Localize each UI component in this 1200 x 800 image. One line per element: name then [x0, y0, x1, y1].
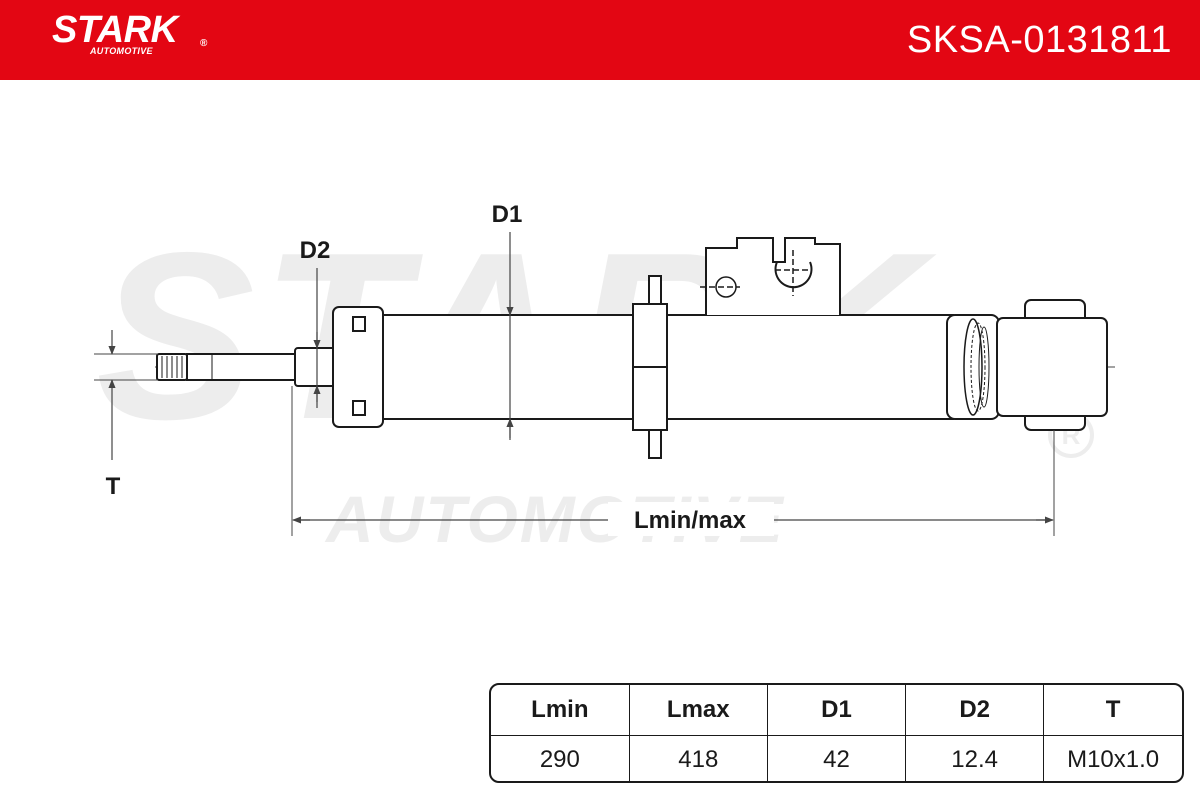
part-number: SKSA-0131811: [906, 19, 1172, 61]
spec-header-row: Lmin Lmax D1 D2 T: [491, 685, 1182, 736]
rod-shaft: [186, 353, 296, 381]
dimension-d2: D2: [300, 237, 331, 408]
dimension-length: Lmin/max: [291, 386, 1055, 536]
spec-value-row: 290 418 42 12.4 M10x1.0: [491, 735, 1182, 781]
dimension-d1: D1: [492, 201, 523, 440]
thread-pattern: [161, 354, 213, 380]
mounting-bracket: [705, 237, 841, 315]
d1-label: D1: [492, 201, 523, 228]
d2-label: D2: [300, 237, 331, 264]
dimension-t: T: [94, 330, 158, 500]
header-lmin: Lmin: [491, 685, 630, 736]
header-lmax: Lmax: [629, 685, 768, 736]
bottom-eye-mount: [996, 299, 1108, 431]
value-lmax: 418: [629, 735, 768, 781]
bracket-holes: [700, 250, 813, 298]
value-d2: 12.4: [905, 735, 1045, 781]
logo-registered-mark: ®: [200, 38, 208, 49]
piston-rod: [156, 347, 344, 387]
stark-logo: STARK ® AUTOMOTIVE: [52, 9, 207, 56]
logo-wordmark: STARK: [52, 9, 178, 51]
header-d1: D1: [767, 685, 907, 736]
header-d2: D2: [905, 685, 1045, 736]
header-bar: STARK ® AUTOMOTIVE SKSA-0131811: [0, 0, 1200, 80]
logo-subtitle: AUTOMOTIVE: [90, 46, 153, 56]
tube-end-crimp: [946, 314, 1000, 420]
top-cap: [332, 306, 384, 428]
value-lmin: 290: [491, 735, 630, 781]
length-label: Lmin/max: [634, 507, 747, 534]
spec-table: Lmin Lmax D1 D2 T 290 418 42 12.4 M10x1.…: [489, 683, 1184, 783]
value-d1: 42: [767, 735, 907, 781]
value-t: M10x1.0: [1067, 746, 1160, 773]
header-t: T: [1043, 685, 1182, 736]
t-label: T: [106, 473, 121, 500]
spring-seat-flange: [632, 275, 668, 459]
